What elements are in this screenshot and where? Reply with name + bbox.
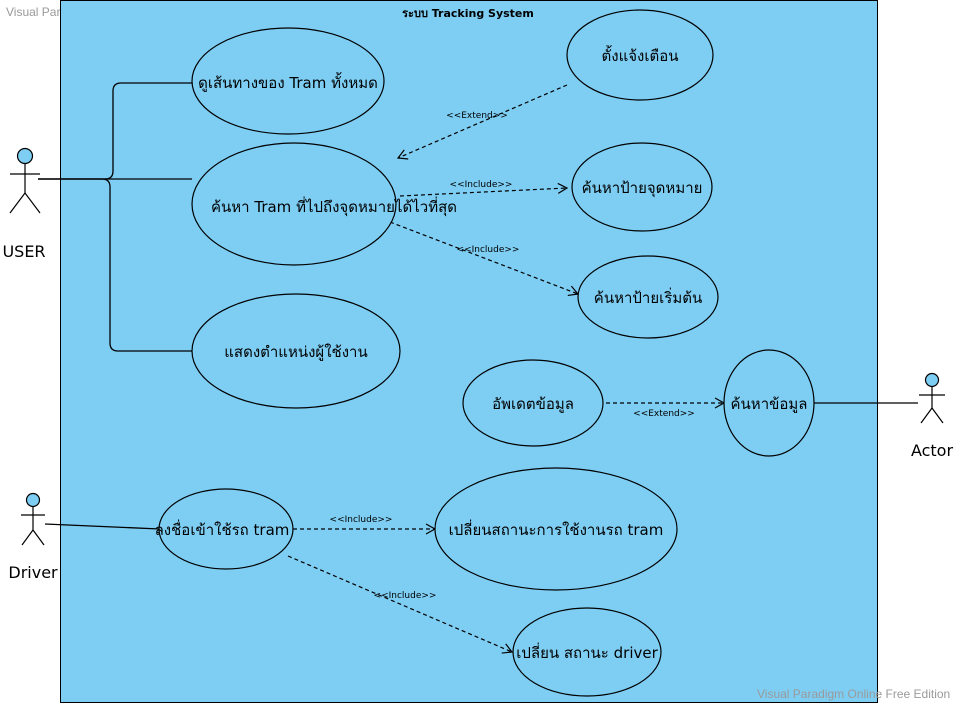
extend-alert-line bbox=[396, 84, 568, 160]
include-dest-label: <<Include>> bbox=[450, 180, 513, 190]
svg-text:ค้นหาป้ายจุดหมาย: ค้นหาป้ายจุดหมาย bbox=[582, 179, 703, 198]
use-case-update-data[interactable]: อัพเดตข้อมูล bbox=[462, 359, 604, 447]
extend-data-label: <<Extend>> bbox=[633, 409, 695, 419]
actor-driver[interactable] bbox=[21, 492, 45, 546]
include-start-label: <<Include>> bbox=[457, 245, 520, 255]
use-case-search-tram[interactable]: ค้นหา Tram ที่ไปถึงจุดหมายได้ไวที่สุด bbox=[191, 142, 457, 266]
svg-text:เปลี่ยนสถานะการใช้งานรถ tram: เปลี่ยนสถานะการใช้งานรถ tram bbox=[449, 519, 664, 539]
actor-actor[interactable] bbox=[919, 372, 945, 424]
svg-text:ค้นหาข้อมูล: ค้นหาข้อมูล bbox=[731, 395, 808, 413]
watermark-bottom: Visual Paradigm Online Free Edition bbox=[757, 687, 951, 701]
system-title: ระบบ Tracking System bbox=[402, 7, 534, 20]
use-case-show-location[interactable]: แสดงตำแหน่งผู้ใช้งาน bbox=[191, 293, 401, 409]
actor-user[interactable] bbox=[9, 147, 41, 214]
svg-text:ค้นหาป้ายเริ่มต้น: ค้นหาป้ายเริ่มต้น bbox=[594, 287, 702, 307]
svg-text:แสดงตำแหน่งผู้ใช้งาน: แสดงตำแหน่งผู้ใช้งาน bbox=[224, 343, 367, 361]
svg-text:อัพเดตข้อมูล: อัพเดตข้อมูล bbox=[492, 395, 574, 413]
actor-user-label: USER bbox=[2, 242, 45, 261]
use-case-login-tram[interactable]: ลงชื่อเข้าใช้รถ tram bbox=[155, 488, 294, 570]
include-driver-status-label: <<Include>> bbox=[374, 591, 437, 601]
use-case-search-data[interactable]: ค้นหาข้อมูล bbox=[723, 349, 815, 457]
extend-alert-label: <<Extend>> bbox=[446, 111, 508, 121]
use-case-change-tram-status[interactable]: เปลี่ยนสถานะการใช้งานรถ tram bbox=[434, 467, 678, 591]
svg-text:เปลี่ยน สถานะ driver: เปลี่ยน สถานะ driver bbox=[516, 642, 658, 662]
actor-actor-label: Actor bbox=[911, 441, 954, 460]
use-case-set-alert[interactable]: ตั้งแจ้งเตือน bbox=[566, 9, 714, 101]
user-associations bbox=[38, 82, 192, 352]
svg-text:ค้นหา Tram ที่ไปถึงจุดหมายได้ไ: ค้นหา Tram ที่ไปถึงจุดหมายได้ไวที่สุด bbox=[211, 196, 457, 217]
include-start-line bbox=[389, 221, 580, 297]
actor-driver-label: Driver bbox=[8, 563, 58, 582]
use-case-search-start[interactable]: ค้นหาป้ายเริ่มต้น bbox=[577, 255, 719, 339]
include-tram-status-label: <<Include>> bbox=[330, 515, 393, 525]
include-driver-status-line bbox=[287, 555, 514, 654]
svg-text:ดูเส้นทางของ Tram ทั้งหมด: ดูเส้นทางของ Tram ทั้งหมด bbox=[198, 72, 378, 92]
svg-text:ตั้งแจ้งเตือน: ตั้งแจ้งเตือน bbox=[602, 45, 679, 65]
svg-text:ลงชื่อเข้าใช้รถ tram: ลงชื่อเข้าใช้รถ tram bbox=[155, 519, 290, 539]
driver-association bbox=[44, 523, 161, 530]
use-case-view-routes[interactable]: ดูเส้นทางของ Tram ทั้งหมด bbox=[191, 27, 385, 135]
use-case-search-dest[interactable]: ค้นหาป้ายจุดหมาย bbox=[571, 142, 713, 232]
use-case-change-driver-status[interactable]: เปลี่ยน สถานะ driver bbox=[512, 607, 662, 697]
